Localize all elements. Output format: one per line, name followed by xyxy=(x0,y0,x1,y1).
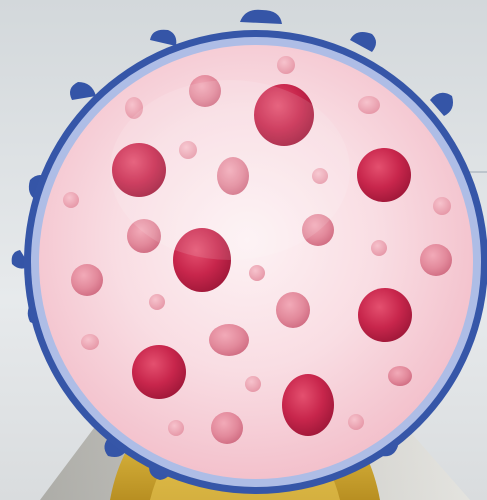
vesicle-icon xyxy=(388,366,412,386)
vesicle-icon xyxy=(348,414,364,430)
vesicle-icon xyxy=(209,324,249,356)
vesicle-icon xyxy=(433,197,451,215)
vesicle-icon xyxy=(420,244,452,276)
vesicle-icon xyxy=(358,288,412,342)
vesicle-icon xyxy=(63,192,79,208)
vesicle-icon xyxy=(277,56,295,74)
vesicle-icon xyxy=(276,292,310,328)
vesicle-icon xyxy=(71,264,103,296)
vesicle-icon xyxy=(357,148,411,202)
vesicle-icon xyxy=(132,345,186,399)
vesicle-icon xyxy=(358,96,380,114)
vesicle-icon xyxy=(168,420,184,436)
vesicle-icon xyxy=(211,412,243,444)
cell-highlight xyxy=(110,80,350,260)
vesicle-icon xyxy=(282,374,334,436)
vesicle-icon xyxy=(371,240,387,256)
vesicle-icon xyxy=(249,265,265,281)
vesicle-icon xyxy=(245,376,261,392)
vesicle-icon xyxy=(149,294,165,310)
vesicle-icon xyxy=(81,334,99,350)
